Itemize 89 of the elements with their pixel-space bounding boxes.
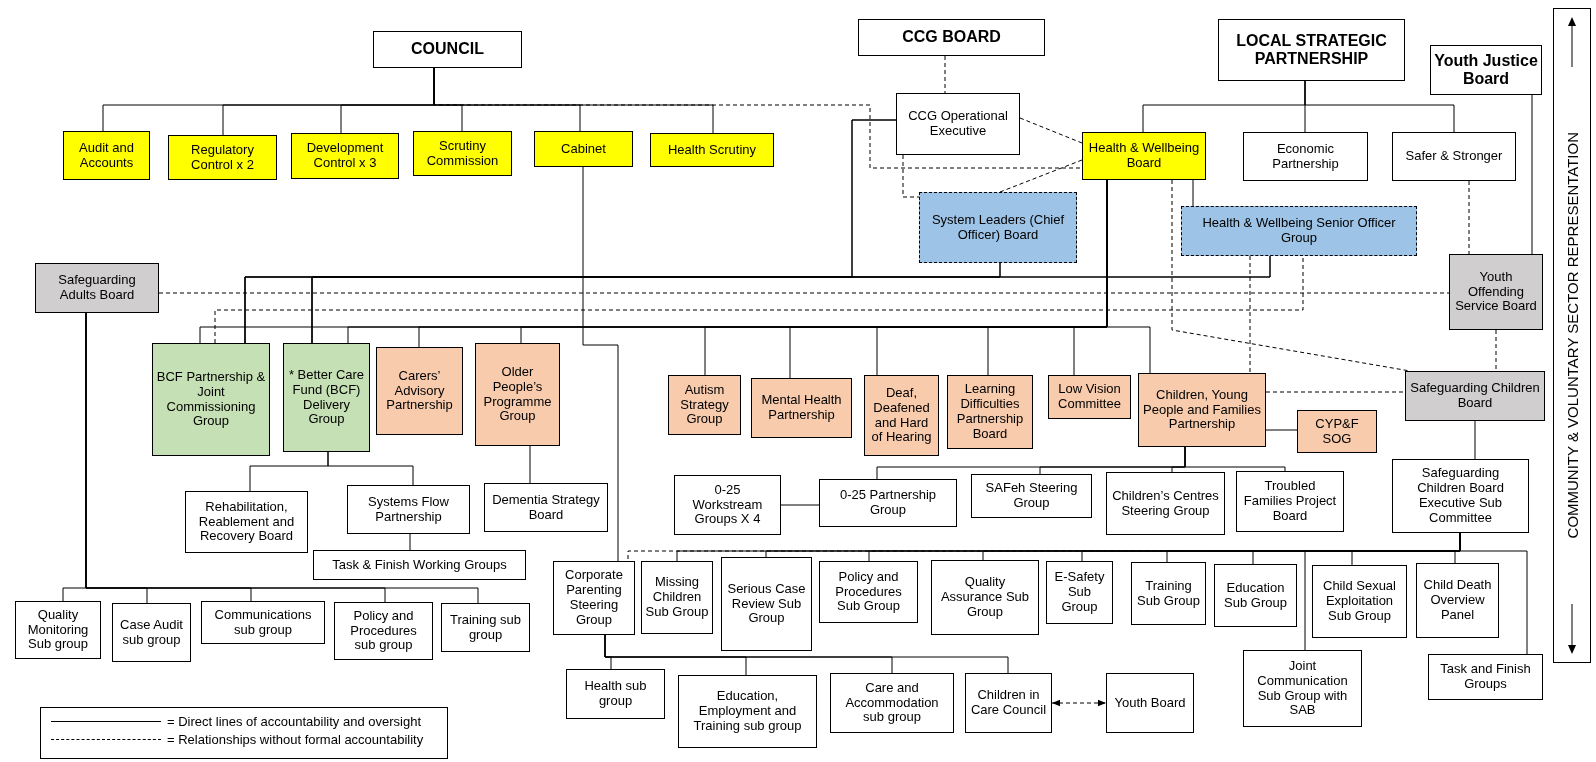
org-box: Rehabilitation, Reablement and Recovery Board (185, 491, 308, 553)
org-box: Case Audit sub group (112, 603, 191, 662)
org-box: Safer & Stronger (1392, 132, 1516, 181)
connector-line (999, 159, 1083, 193)
org-box: Audit and Accounts (63, 131, 150, 180)
org-box: Quality Monitoring Sub group (15, 601, 101, 659)
org-box: BCF Partnership & Joint Commissioning Group (152, 343, 270, 456)
org-box: Cabinet (534, 131, 633, 167)
org-box: LOCAL STRATEGIC PARTNERSHIP (1218, 19, 1405, 81)
org-box: 0-25 Workstream Groups X 4 (674, 475, 781, 535)
org-box: Youth Board (1106, 673, 1194, 733)
org-box: Health sub group (566, 669, 665, 719)
org-box: Youth Justice Board (1430, 45, 1542, 95)
connector-line (1495, 329, 1497, 372)
side-label: COMMUNITY & VOLUNTARY SECTOR REPRESENTATION (1563, 132, 1581, 539)
connector-line (1192, 179, 1194, 207)
org-box: Troubled Families Project Board (1236, 471, 1344, 532)
connector-line (1468, 180, 1470, 255)
connector-line (1106, 179, 1151, 374)
connector-line (409, 533, 411, 551)
org-box: Scrutiny Commission (413, 131, 512, 176)
org-box: Economic Partnership (1243, 132, 1368, 181)
org-box: Health & Wellbeing Senior Officer Group (1181, 206, 1417, 256)
org-box: Systems Flow Partnership (347, 485, 470, 534)
connector-line (582, 166, 619, 562)
org-box: Training Sub Group (1131, 562, 1206, 625)
org-box: 0-25 Partnership Group (819, 479, 957, 527)
org-box: Learning Difficulties Partnership Board (947, 375, 1033, 449)
org-box: Autism Strategy Group (668, 375, 741, 435)
org-box: Development Control x 3 (291, 133, 399, 179)
connector-line (1019, 117, 1083, 144)
org-box: Older People’s Programme Group (475, 343, 560, 446)
org-box: System Leaders (Chief Officer) Board (919, 192, 1077, 263)
org-box: Deaf, Deafened and Hard of Hearing (864, 375, 939, 456)
org-box: Policy and Procedures Sub Group (819, 561, 918, 623)
org-box: SAFeh Steering Group (971, 474, 1092, 518)
org-box: Safeguarding Children Board Executive Sub Committee (1392, 459, 1529, 533)
org-box: Carers’ Advisory Partnership (376, 347, 463, 435)
org-box: Safeguarding Children Board (1405, 371, 1545, 421)
connector-line (1265, 391, 1406, 393)
org-box: Dementia Strategy Board (484, 483, 608, 532)
org-box: Communications sub group (201, 601, 325, 644)
org-box: Child Sexual Exploitation Sub Group (1312, 565, 1407, 638)
org-box: CCG Operational Executive (896, 93, 1020, 155)
org-box: CCG BOARD (858, 19, 1045, 56)
connector-line (1265, 429, 1298, 431)
org-box: E-Safety Sub Group (1046, 561, 1113, 624)
org-box: Education, Employment and Training sub group (678, 675, 817, 748)
org-box: Training sub group (441, 603, 530, 652)
org-box: CYP&F SOG (1297, 410, 1377, 453)
arrow (1051, 699, 1107, 707)
org-box: Children, Young People and Families Partnership (1138, 373, 1266, 447)
org-box: Youth Offending Service Board (1449, 254, 1543, 330)
legend-text: = Direct lines of accountability and oversight (167, 714, 421, 729)
connector-line (529, 445, 531, 484)
org-box: Mental Health Partnership (751, 378, 852, 438)
org-box: Policy and Procedures sub group (334, 602, 433, 660)
connector-line (1531, 94, 1533, 255)
org-box: COUNCIL (373, 31, 522, 68)
connector-line (902, 154, 920, 198)
org-box: Children’s Centres Steering Group (1106, 472, 1225, 535)
connector-line (158, 292, 1450, 294)
org-box: Missing Children Sub Group (641, 561, 713, 634)
connector-line (1249, 255, 1251, 374)
connector-line (1474, 420, 1476, 460)
org-box: Safeguarding Adults Board (35, 263, 159, 313)
org-box: * Better Care Fund (BCF) Delivery Group (283, 343, 370, 452)
connector-line (85, 312, 479, 604)
org-box: Education Sub Group (1214, 564, 1297, 627)
connector-line (1184, 446, 1286, 472)
org-box: Corporate Parenting Steering Group (553, 561, 635, 635)
org-box: Health & Wellbeing Board (1082, 132, 1206, 180)
org-box: Regulatory Control x 2 (168, 135, 277, 180)
org-box: Children in Care Council (965, 673, 1052, 733)
org-box: Quality Assurance Sub Group (931, 560, 1039, 635)
org-box: Child Death Overview Panel (1416, 563, 1499, 638)
connector-line (780, 504, 820, 506)
org-box: Care and Accommodation sub group (830, 673, 954, 733)
connector-line (327, 451, 414, 486)
org-box: Task and Finish Groups (1428, 654, 1543, 700)
connector-line (944, 55, 946, 94)
legend-text: = Relationships without formal accountability (167, 732, 424, 747)
org-box: Task & Finish Working Groups (313, 550, 526, 580)
connector-line (1304, 80, 1455, 133)
org-box: Serious Case Review Sub Group (721, 557, 812, 651)
org-box: Joint Communication Sub Group with SAB (1243, 650, 1362, 727)
org-box: Health Scrutiny (650, 133, 774, 167)
connector-line (604, 634, 1009, 674)
org-box: Low Vision Committee (1048, 375, 1131, 419)
